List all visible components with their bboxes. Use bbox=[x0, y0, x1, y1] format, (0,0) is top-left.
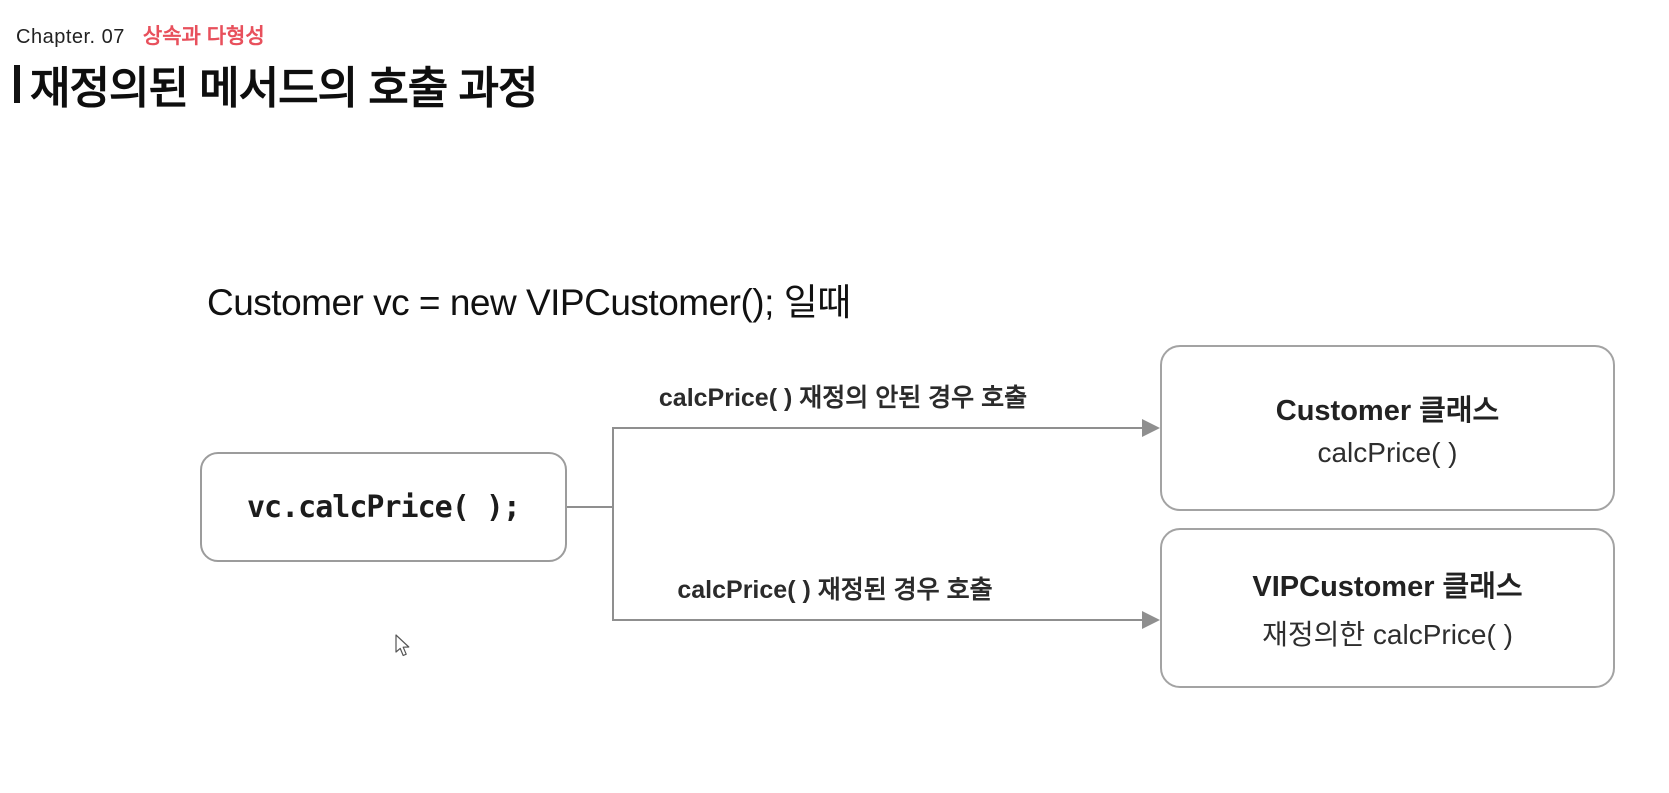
arrowhead-right-icon bbox=[1142, 611, 1160, 629]
code-statement: Customer vc = new VIPCustomer(); 일때 bbox=[207, 282, 851, 323]
mouse-pointer-icon bbox=[395, 634, 410, 657]
connector-vertical bbox=[612, 427, 614, 621]
chapter-topic: 상속과 다형성 bbox=[142, 25, 265, 48]
arrowhead-right-icon bbox=[1142, 419, 1160, 437]
chapter-label: Chapter. 07 bbox=[16, 26, 125, 48]
branch-label-not-overridden: calcPrice( ) 재정의 안된 경우 호출 bbox=[658, 384, 1028, 412]
branch-label-overridden: calcPrice( ) 재정된 경우 호출 bbox=[677, 576, 993, 604]
target-box-customer-class: Customer 클래스 calcPrice( ) bbox=[1160, 345, 1615, 511]
connector-top-branch bbox=[612, 427, 1144, 429]
connector-bottom-branch bbox=[612, 619, 1144, 621]
connector-stub bbox=[567, 506, 613, 508]
target-class-name: Customer 클래스 bbox=[1275, 395, 1500, 427]
target-class-name: VIPCustomer 클래스 bbox=[1252, 571, 1523, 603]
target-method-name: calcPrice( ) bbox=[1317, 437, 1458, 468]
title-line: 재정의된 메서드의 호출 과정 bbox=[14, 52, 538, 116]
caller-code: vc.calcPrice( ); bbox=[247, 489, 521, 525]
target-method-name: 재정의한 calcPrice( ) bbox=[1262, 619, 1513, 650]
title-bullet-bar-icon bbox=[14, 65, 20, 103]
page-title: 재정의된 메서드의 호출 과정 bbox=[30, 64, 538, 113]
target-box-vipcustomer-class: VIPCustomer 클래스 재정의한 calcPrice( ) bbox=[1160, 528, 1615, 688]
caller-box: vc.calcPrice( ); bbox=[200, 452, 567, 562]
chapter-line: Chapter. 07 상속과 다형성 bbox=[16, 20, 265, 50]
